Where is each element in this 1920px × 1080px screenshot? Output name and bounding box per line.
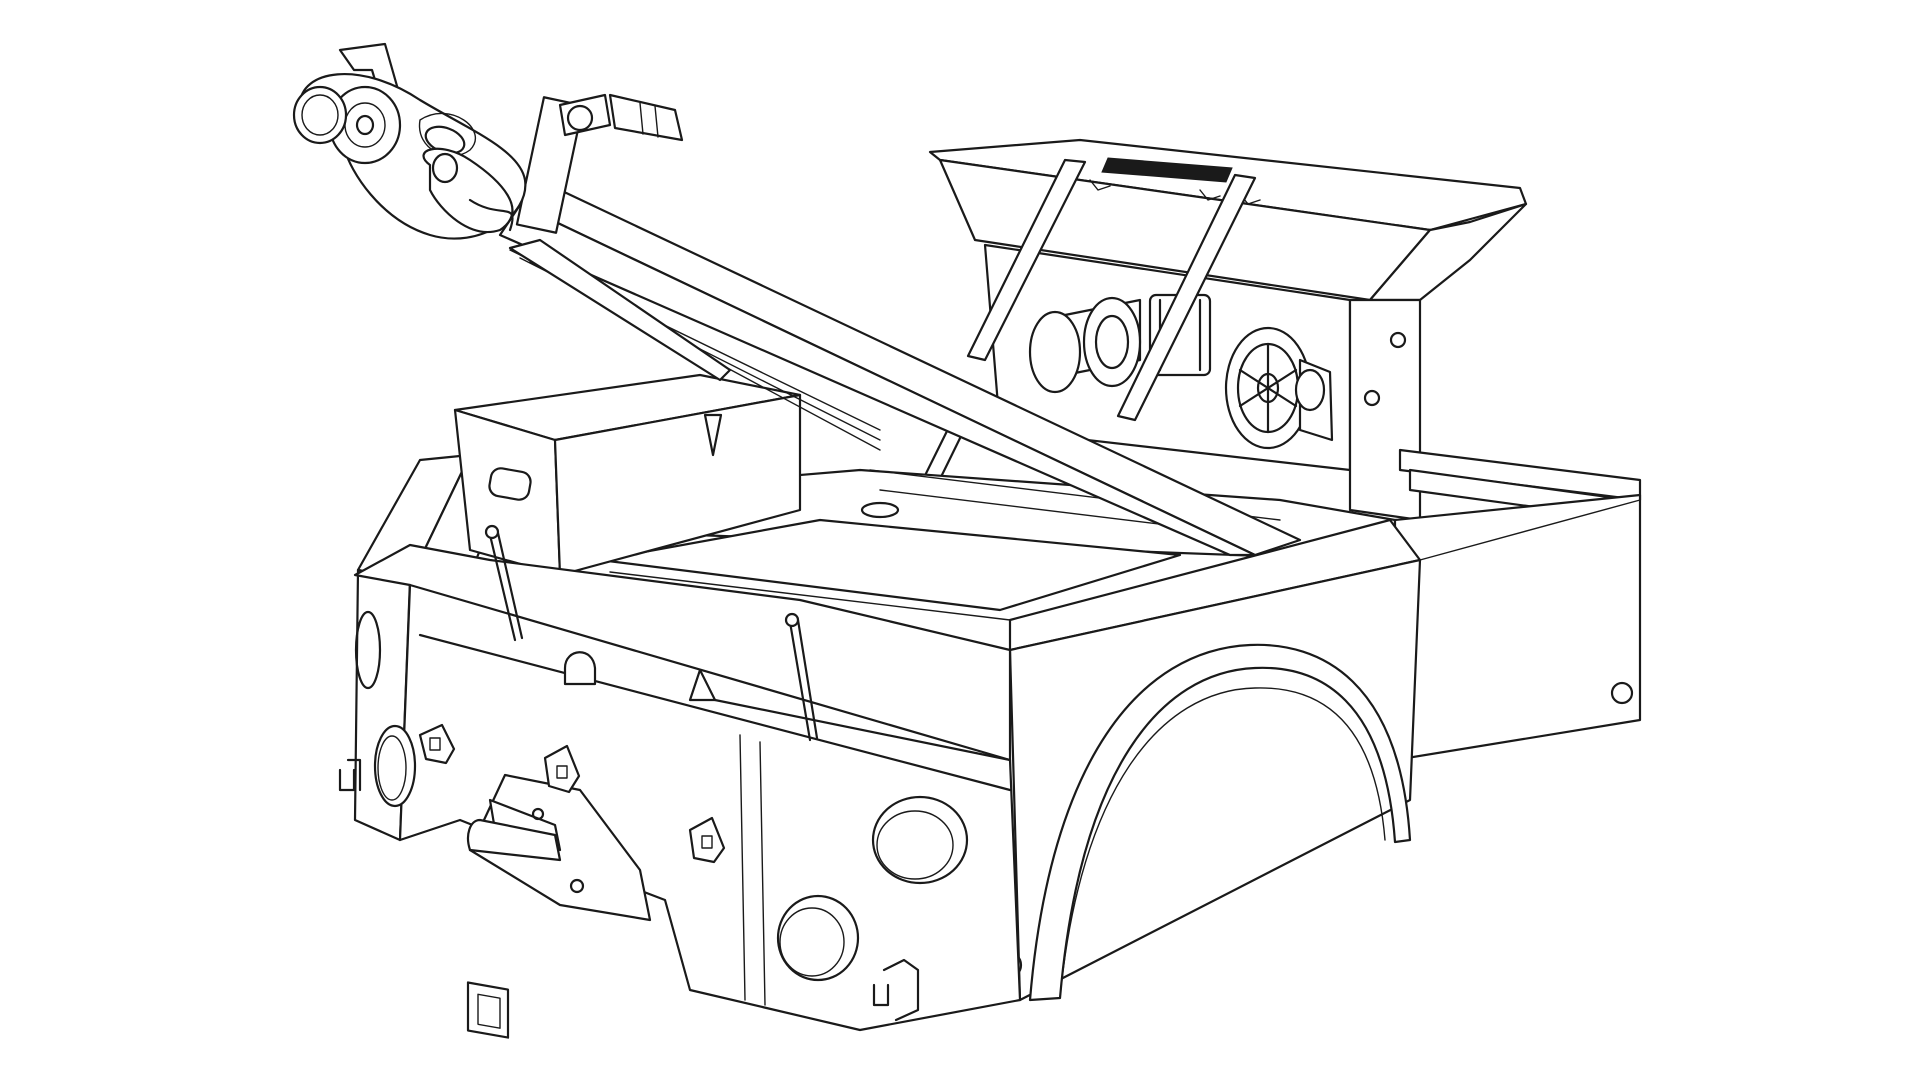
boom-arm [498, 188, 1302, 557]
receiver-hitch [466, 773, 652, 1039]
headboard-grip-plate [1101, 157, 1233, 183]
tow-hook-assembly [292, 42, 684, 240]
rear-panel [353, 543, 1022, 1032]
control-valve-wheel [1224, 326, 1334, 450]
lift-cylinders [484, 524, 819, 742]
light-openings [373, 724, 969, 982]
tow-eye-loops [418, 651, 726, 864]
safety-chain-hooks [338, 758, 920, 1022]
toolbox [453, 373, 802, 577]
